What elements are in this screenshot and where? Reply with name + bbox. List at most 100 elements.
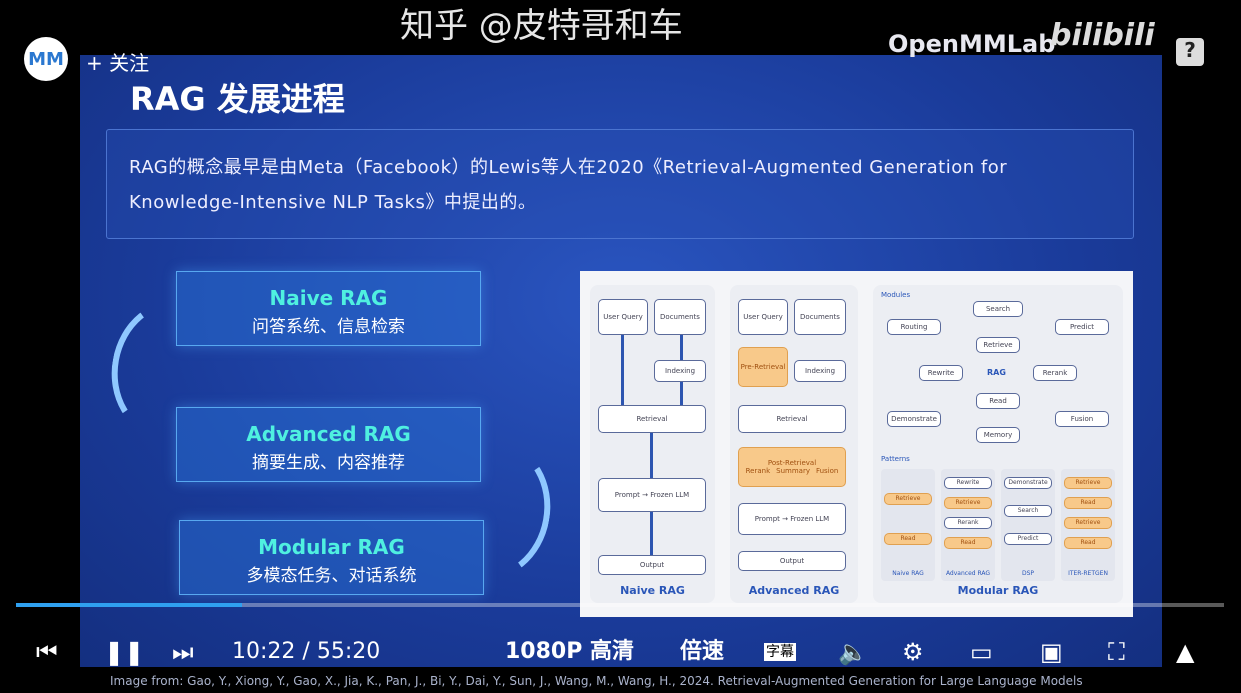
output-box: Output (598, 555, 706, 575)
label: Fusion (815, 467, 839, 475)
user-query-box: User Query (738, 299, 788, 335)
indexing-box: Indexing (794, 360, 846, 382)
pattern-step: Read (884, 533, 932, 545)
module-box: Demonstrate (887, 411, 941, 427)
pause-icon[interactable]: ❚❚ (104, 638, 145, 666)
stage-desc: 问答系统、信息检索 (252, 317, 405, 337)
label: Frozen LLM (790, 514, 830, 523)
quality-button[interactable]: 1080P 高清 (505, 639, 635, 664)
pip-icon[interactable]: ▭ (970, 638, 993, 666)
current-time: 10:22 (232, 639, 296, 664)
label: Rerank (745, 467, 771, 475)
duration: 55:20 (316, 639, 381, 664)
advanced-panel: User Query Documents Pre-Retrieval Index… (730, 285, 858, 603)
watermark: 知乎 @皮特哥和车 (400, 6, 683, 46)
prompt-llm-box: Prompt → Frozen LLM (738, 503, 846, 535)
bilibili-logo: bilibili (1050, 18, 1155, 53)
fullscreen-icon[interactable]: ⛶ (1108, 638, 1125, 666)
label: Prompt (754, 514, 780, 523)
stage-naive-rag: Naive RAG 问答系统、信息检索 (176, 271, 481, 346)
pattern-step: Rewrite (944, 477, 992, 489)
module-box: Rewrite (919, 365, 963, 381)
module-box: Routing (887, 319, 941, 335)
modular-panel: Modules Search Routing Predict Retrieve … (873, 285, 1123, 603)
rag-center-label: RAG (987, 368, 1006, 377)
modules-label: Modules (881, 291, 911, 299)
prompt-llm-box: Prompt → Frozen LLM (598, 478, 706, 512)
module-box: Search (973, 301, 1023, 317)
stage-desc: 多模态任务、对话系统 (246, 566, 417, 586)
module-box: Predict (1055, 319, 1109, 335)
player-controls: ⏮ ❚❚ ⏭ 10:22 / 55:20 1080P 高清 倍速 字幕 🔈 ⚙ … (0, 630, 1241, 670)
module-box: Memory (976, 427, 1020, 443)
progress-fill (16, 603, 242, 607)
label: Query (621, 312, 643, 321)
pattern-name: Naive RAG (892, 570, 924, 577)
progress-bar[interactable] (16, 603, 1224, 607)
volume-icon[interactable]: 🔈 (838, 638, 868, 666)
pattern-step: Retrieve (944, 497, 992, 509)
documents-box: Documents (794, 299, 846, 335)
label: User (603, 312, 620, 321)
pattern-step: Rerank (944, 517, 992, 529)
lock-icon[interactable]: ▲ (1176, 638, 1195, 666)
uploader-avatar[interactable]: MM (24, 37, 68, 81)
label: Query (761, 312, 783, 321)
time-separator: / (302, 639, 310, 664)
stage-desc: 摘要生成、内容推荐 (252, 453, 405, 473)
stage-modular-rag: Modular RAG 多模态任务、对话系统 (179, 520, 484, 595)
pattern-step: Read (1064, 537, 1112, 549)
subtitle-button[interactable]: 字幕 (764, 643, 796, 661)
module-box: Read (976, 393, 1020, 409)
stage-advanced-rag: Advanced RAG 摘要生成、内容推荐 (176, 407, 481, 482)
stage-name: Modular RAG (258, 535, 405, 559)
user-query-box: User Query (598, 299, 648, 335)
panel-title: Naive RAG (620, 584, 685, 597)
pattern-name: DSP (1021, 570, 1035, 577)
panel-title: Modular RAG (957, 584, 1039, 597)
widescreen-icon[interactable]: ▣ (1040, 638, 1063, 666)
slide-title: RAG 发展进程 (130, 80, 345, 118)
pattern-step: Retrieve (884, 493, 932, 505)
module-box: Retrieve (976, 337, 1020, 353)
pattern-step: Read (1064, 497, 1112, 509)
settings-icon[interactable]: ⚙ (902, 638, 924, 666)
openmmlab-logo: OpenMMLab (888, 30, 1056, 58)
follow-button[interactable]: + 关注 (86, 51, 150, 75)
pattern-step: Read (944, 537, 992, 549)
time-display: 10:22 / 55:20 (232, 638, 380, 666)
pattern-name: ITER-RETGEN (1068, 570, 1108, 577)
pattern-step: Demonstrate (1004, 477, 1052, 489)
documents-box: Documents (654, 299, 706, 335)
stage-name: Naive RAG (269, 286, 388, 310)
pre-retrieval-box: Pre-Retrieval (738, 347, 788, 387)
label: Post-Retrieval (767, 458, 817, 467)
label: Summary (776, 467, 810, 475)
stage-name: Advanced RAG (246, 422, 411, 446)
intro-box: RAG的概念最早是由Meta（Facebook）的Lewis等人在2020《Re… (106, 129, 1134, 239)
patterns-label: Patterns (881, 455, 910, 463)
rag-paradigm-figure: User Query Documents Indexing Retrieval … (580, 271, 1133, 617)
pattern-name: Advanced RAG (945, 570, 991, 577)
output-box: Output (738, 551, 846, 571)
speed-button[interactable]: 倍速 (680, 639, 725, 664)
help-icon[interactable]: ? (1176, 38, 1204, 66)
pattern-step: Retrieve (1064, 477, 1112, 489)
citation: Image from: Gao, Y., Xiong, Y., Gao, X.,… (110, 674, 1083, 688)
pattern-step: Retrieve (1064, 517, 1112, 529)
indexing-box: Indexing (654, 360, 706, 382)
module-box: Rerank (1033, 365, 1077, 381)
next-icon[interactable]: ⏭ (172, 638, 194, 666)
panel-title: Advanced RAG (748, 584, 840, 597)
pattern-step: Search (1004, 505, 1052, 517)
previous-icon[interactable]: ⏮ (36, 638, 58, 666)
label: User (743, 312, 760, 321)
retrieval-box: Retrieval (598, 405, 706, 433)
pattern-step: Predict (1004, 533, 1052, 545)
retrieval-box: Retrieval (738, 405, 846, 433)
